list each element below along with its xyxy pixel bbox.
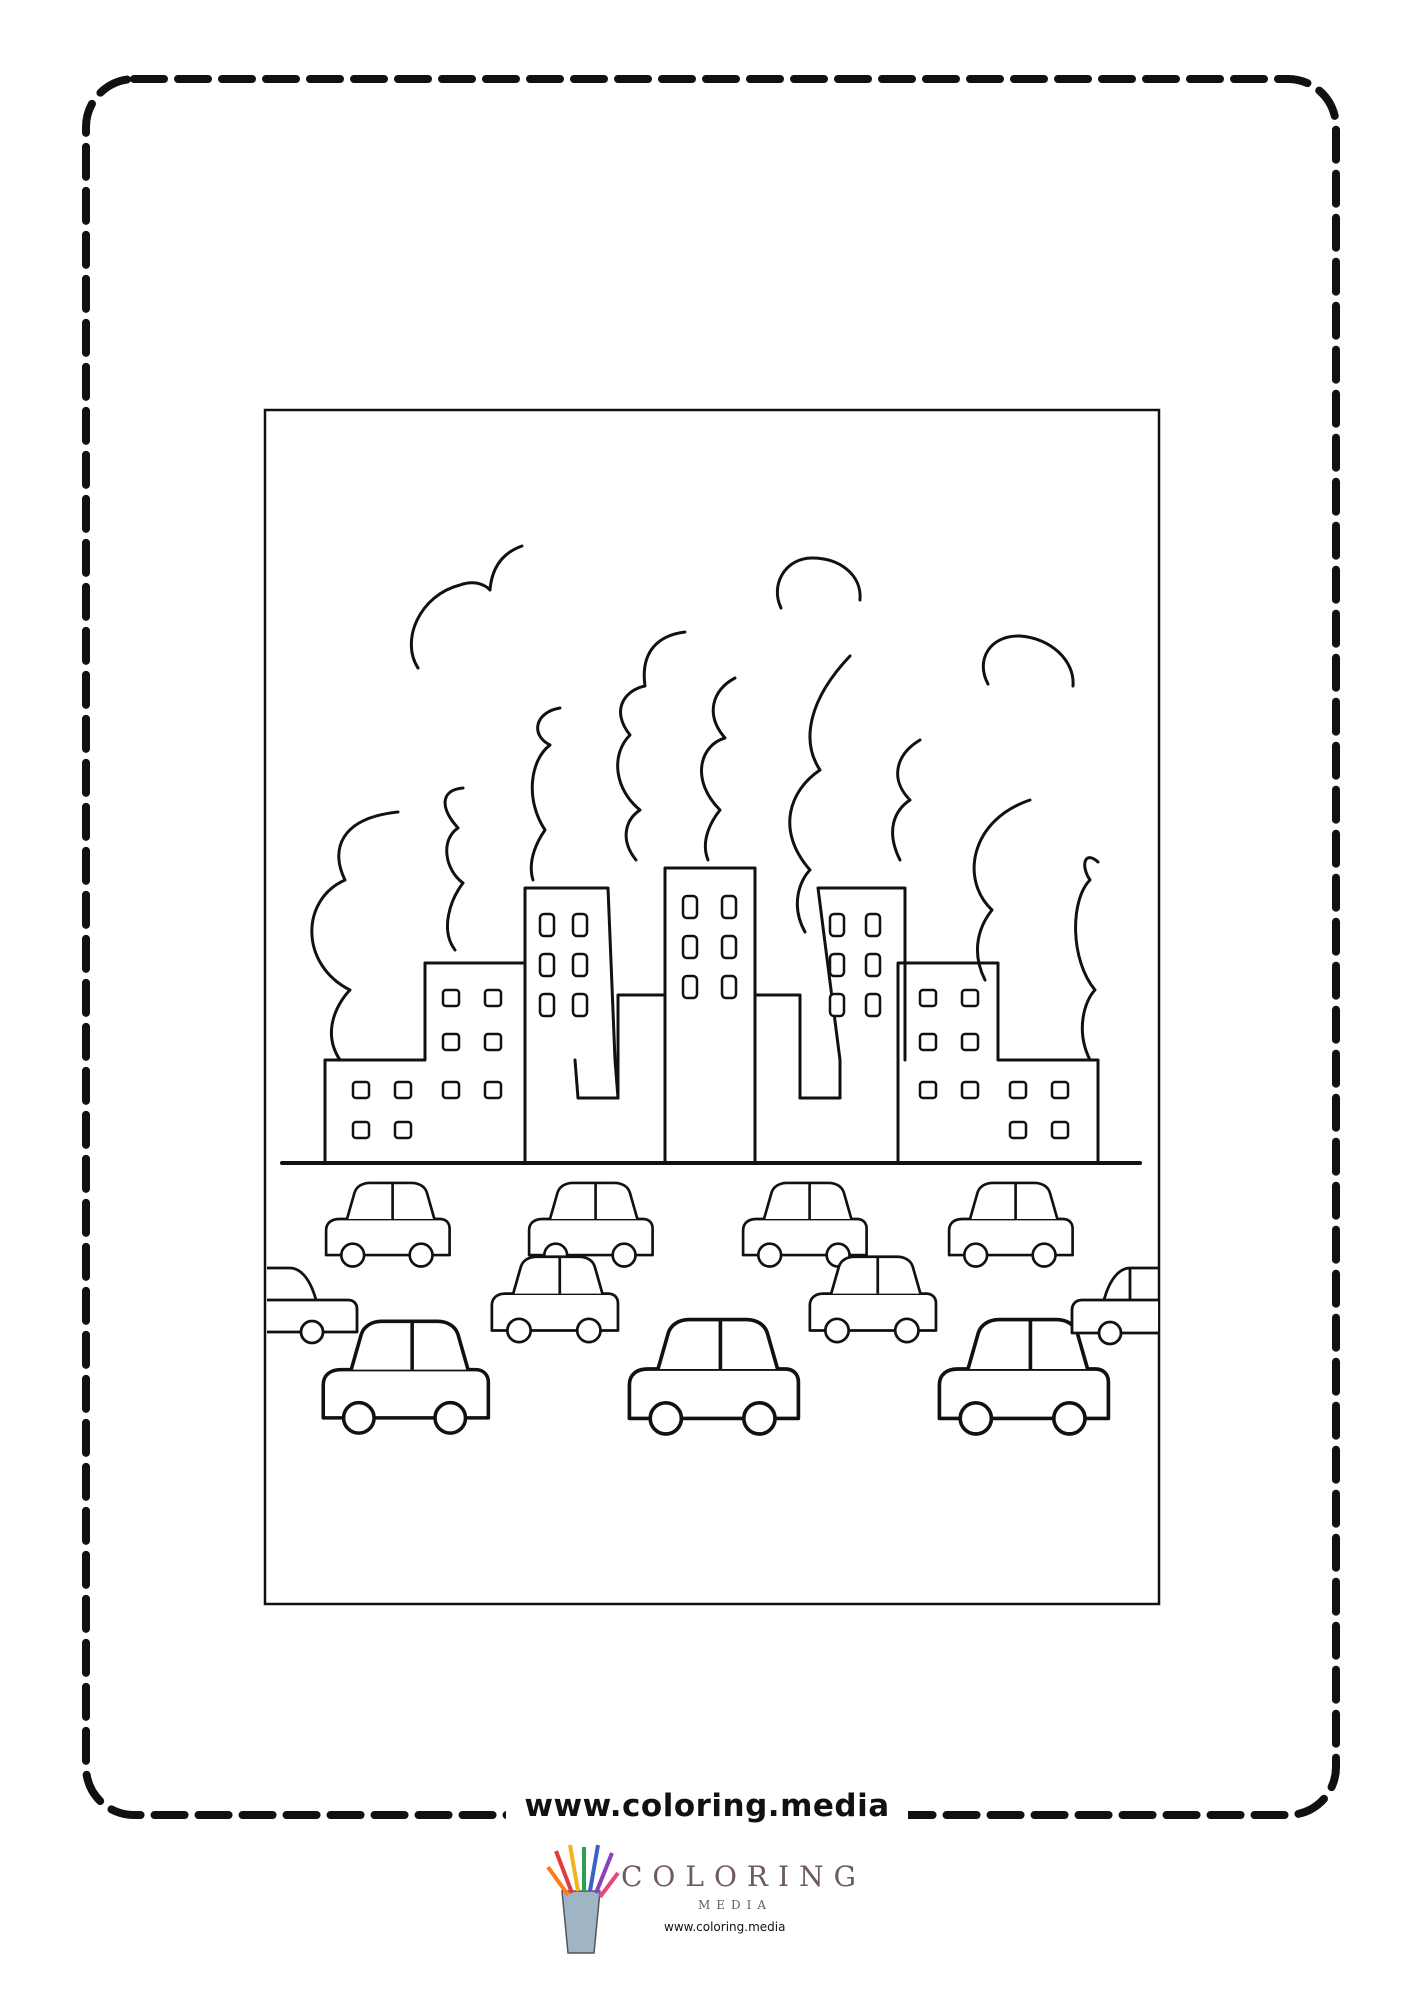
- building: [523, 886, 620, 1100]
- smoke-plume: [788, 654, 852, 934]
- smoke-plume: [891, 738, 922, 862]
- logo-subtitle: MEDIA: [698, 1898, 773, 1912]
- smoke-plume: [443, 786, 465, 952]
- building: [896, 961, 1100, 1165]
- coloring-media-logo: COLORING MEDIA www.coloring.media: [538, 1838, 878, 1958]
- city-drawing: [280, 544, 1142, 1165]
- windows: [351, 894, 1070, 1140]
- logo-url[interactable]: www.coloring.media: [664, 1920, 786, 1934]
- building: [663, 866, 757, 1165]
- cloud: [775, 556, 862, 610]
- smoke-plume: [529, 706, 562, 882]
- edge-cars: [267, 1266, 1158, 1346]
- building: [616, 993, 667, 1100]
- pencil-cup-logo: [546, 1844, 620, 1954]
- smoke-plume: [972, 798, 1032, 982]
- smoke-plume: [616, 630, 687, 862]
- footer-url[interactable]: www.coloring.media: [0, 1788, 1414, 1824]
- smoke-plume: [1074, 856, 1100, 1062]
- smoke-plume: [700, 676, 737, 862]
- building: [753, 993, 802, 1100]
- logo-wordmark: COLORING: [621, 1860, 866, 1893]
- cloud: [409, 544, 524, 670]
- cloud: [981, 634, 1075, 688]
- smoke-plume: [310, 810, 400, 1062]
- building: [798, 886, 907, 1100]
- footer-url-text[interactable]: www.coloring.media: [506, 1788, 908, 1824]
